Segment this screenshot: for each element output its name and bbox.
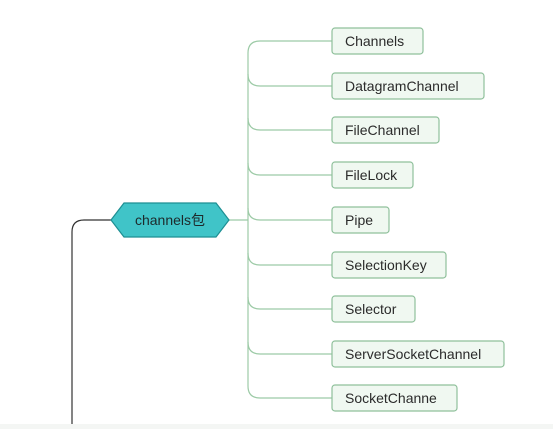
root-node-label: channels包 [135,212,205,228]
child-nodes: ChannelsDatagramChannelFileChannelFileLo… [331,27,505,412]
branch-connector [247,385,332,399]
child-node[interactable]: SocketChanne [331,384,458,412]
child-node-label: Selector [345,301,397,317]
branch-connector [247,252,332,266]
branch-connector [247,73,332,87]
child-node-box [331,161,414,189]
child-node-label: Pipe [345,212,373,228]
child-node-label: DatagramChannel [345,78,459,94]
branch-connector [247,341,332,355]
child-node[interactable]: Selector [331,295,416,323]
child-node[interactable]: DatagramChannel [331,72,485,100]
child-node-box [331,251,447,279]
child-node[interactable]: FileLock [331,161,414,189]
parent-connector [71,219,112,428]
root-node[interactable]: channels包 [110,202,230,238]
child-node-box [331,340,505,368]
child-node-box [331,116,440,144]
branch-connector [247,207,332,221]
branch-connector [247,296,332,310]
branch-connector [247,162,332,176]
child-node-box [331,72,485,100]
child-node[interactable]: SelectionKey [331,251,447,279]
root-node-shape [110,202,230,238]
bottom-strip [0,424,553,429]
child-node-label: SocketChanne [345,390,437,406]
child-node-label: FileChannel [345,122,420,138]
child-node[interactable]: Pipe [331,206,390,234]
branch-connector [247,117,332,131]
branch-connector [247,40,332,54]
child-node-box [331,206,390,234]
child-node[interactable]: Channels [331,27,424,55]
branch-connectors [229,40,332,399]
child-node-label: FileLock [345,167,398,183]
child-node-box [331,27,424,55]
child-node-box [331,384,458,412]
child-node-label: ServerSocketChannel [345,346,481,362]
child-node-label: Channels [345,33,404,49]
child-node[interactable]: ServerSocketChannel [331,340,505,368]
child-node-box [331,295,416,323]
child-node[interactable]: FileChannel [331,116,440,144]
child-node-label: SelectionKey [345,257,427,273]
